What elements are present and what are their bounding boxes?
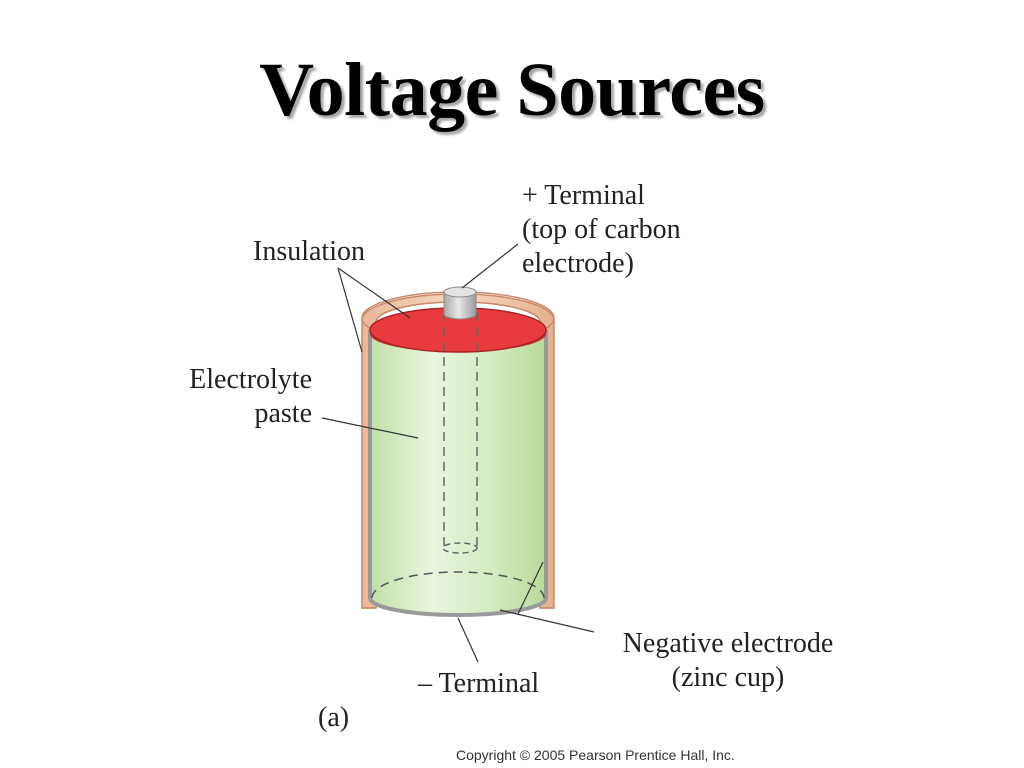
plus-terminal-label-line1: + Terminal bbox=[522, 180, 645, 211]
negative-electrode-label-line1: Negative electrode bbox=[623, 628, 834, 659]
plus-terminal-label-line3: electrode) bbox=[522, 248, 634, 279]
minus-terminal-label: – Terminal bbox=[417, 668, 539, 699]
plus-terminal-label-line2: (top of carbon bbox=[522, 214, 681, 245]
figure-tag: (a) bbox=[318, 702, 349, 733]
top-seal bbox=[369, 307, 547, 353]
negative-electrode-label-line2: (zinc cup) bbox=[672, 662, 785, 693]
positive-terminal-cap bbox=[443, 286, 477, 320]
carbon-electrode bbox=[442, 312, 478, 554]
electrolyte-label-line1: Electrolyte bbox=[189, 364, 312, 395]
insulation-label: Insulation bbox=[253, 236, 365, 267]
zinc-cup bbox=[368, 330, 548, 617]
leader-lines bbox=[321, 243, 595, 663]
copyright-notice: Copyright © 2005 Pearson Prentice Hall, … bbox=[456, 747, 735, 763]
slide-title: Voltage Sources bbox=[259, 48, 765, 132]
electrolyte-paste-body bbox=[368, 330, 548, 617]
electrolyte-label-line2: paste bbox=[254, 398, 312, 429]
